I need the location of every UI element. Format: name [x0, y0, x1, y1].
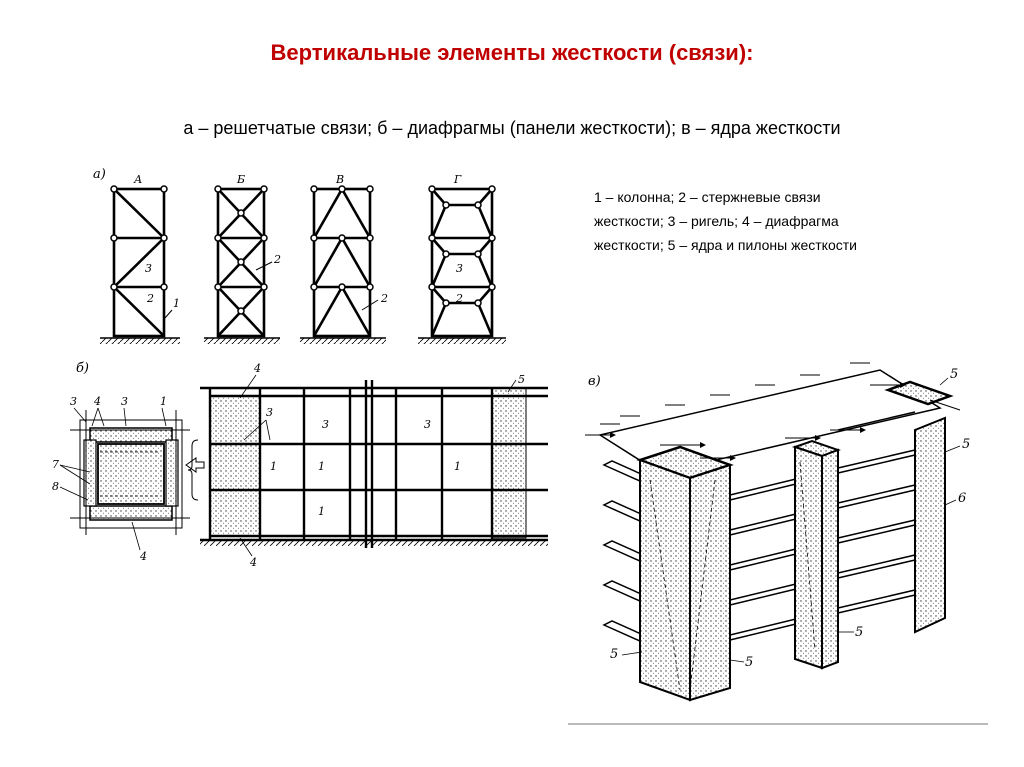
legend-line-1: 1 – колонна; 2 – стержневые связи: [594, 189, 821, 205]
frame-v-callout-2: 2: [380, 292, 388, 305]
core-callout-5e: 5: [855, 625, 863, 640]
frame-v: В 2: [300, 173, 388, 344]
legend-line-3: жесткости; 5 – ядра и пилоны жесткости: [594, 237, 857, 253]
frame-g-callout-2: 2: [455, 292, 463, 305]
plan-callout-3b: 3: [121, 395, 128, 408]
elev-callout-1b: 1: [318, 460, 325, 473]
frame-g-callout-3: 3: [456, 262, 463, 275]
plan-to-elevation-arrow-icon: [185, 457, 205, 473]
diaphragm-plan: 3 4 3 1 7 8 4: [52, 395, 190, 563]
core-callout-5b: 5: [962, 437, 970, 452]
plan-callout-8: 8: [52, 480, 59, 493]
plan-callout-7: 7: [52, 458, 59, 471]
figure-a: а) А 3 2 1 Б: [93, 167, 506, 344]
frame-b: Б 2: [204, 173, 281, 344]
elev-callout-1a: 1: [270, 460, 277, 473]
diaphragm-elevation: 4 3 1 1 1 3 3 1 4 5: [187, 362, 548, 569]
figure-a-label: а): [93, 167, 106, 182]
figure-c-label: в): [588, 374, 601, 389]
legend-line-2: жесткости; 3 – ригель; 4 – диафрагма: [594, 213, 839, 229]
elev-callout-3b: 3: [322, 418, 329, 431]
plan-callout-1: 1: [160, 395, 167, 408]
figure-b: б) 3 4 3 1 7 8 4: [52, 361, 548, 569]
frame-a: А 3 2 1: [100, 173, 180, 344]
core-callout-5a: 5: [950, 367, 958, 382]
page-title: Вертикальные элементы жесткости (связи):: [270, 40, 754, 65]
frame-a-letter: А: [133, 173, 142, 186]
plan-callout-3a: 3: [70, 395, 77, 408]
figure-c: в): [568, 362, 988, 725]
elev-callout-3a: 3: [266, 406, 273, 419]
core-callout-6: 6: [958, 491, 966, 506]
frame-g-letter: Г: [453, 173, 462, 186]
frame-a-callout-2: 2: [146, 292, 154, 305]
elev-callout-1c: 1: [318, 505, 325, 518]
elev-callout-4b: 4: [249, 556, 257, 569]
elev-callout-3c: 3: [424, 418, 431, 431]
frame-a-callout-1: 1: [173, 297, 180, 310]
legend: 1 – колонна; 2 – стержневые связи жестко…: [594, 185, 954, 257]
elev-callout-1d: 1: [454, 460, 461, 473]
core-building: 5 5 6 5 5 5: [568, 362, 988, 725]
frame-a-callout-3: 3: [145, 262, 152, 275]
core-callout-5c: 5: [610, 647, 618, 662]
frame-g: Г 3 2: [418, 173, 506, 344]
core-callout-5d: 5: [745, 655, 753, 670]
figure-b-label: б): [76, 361, 89, 376]
frame-v-letter: В: [335, 173, 344, 186]
frame-b-callout-2: 2: [273, 253, 281, 266]
plan-callout-4a: 4: [93, 395, 101, 408]
page-subtitle: а – решетчатые связи; б – диафрагмы (пан…: [183, 118, 841, 138]
elev-callout-5: 5: [518, 373, 525, 386]
plan-callout-4b: 4: [139, 550, 147, 563]
frame-b-letter: Б: [236, 173, 245, 186]
elev-callout-4a: 4: [253, 362, 261, 375]
